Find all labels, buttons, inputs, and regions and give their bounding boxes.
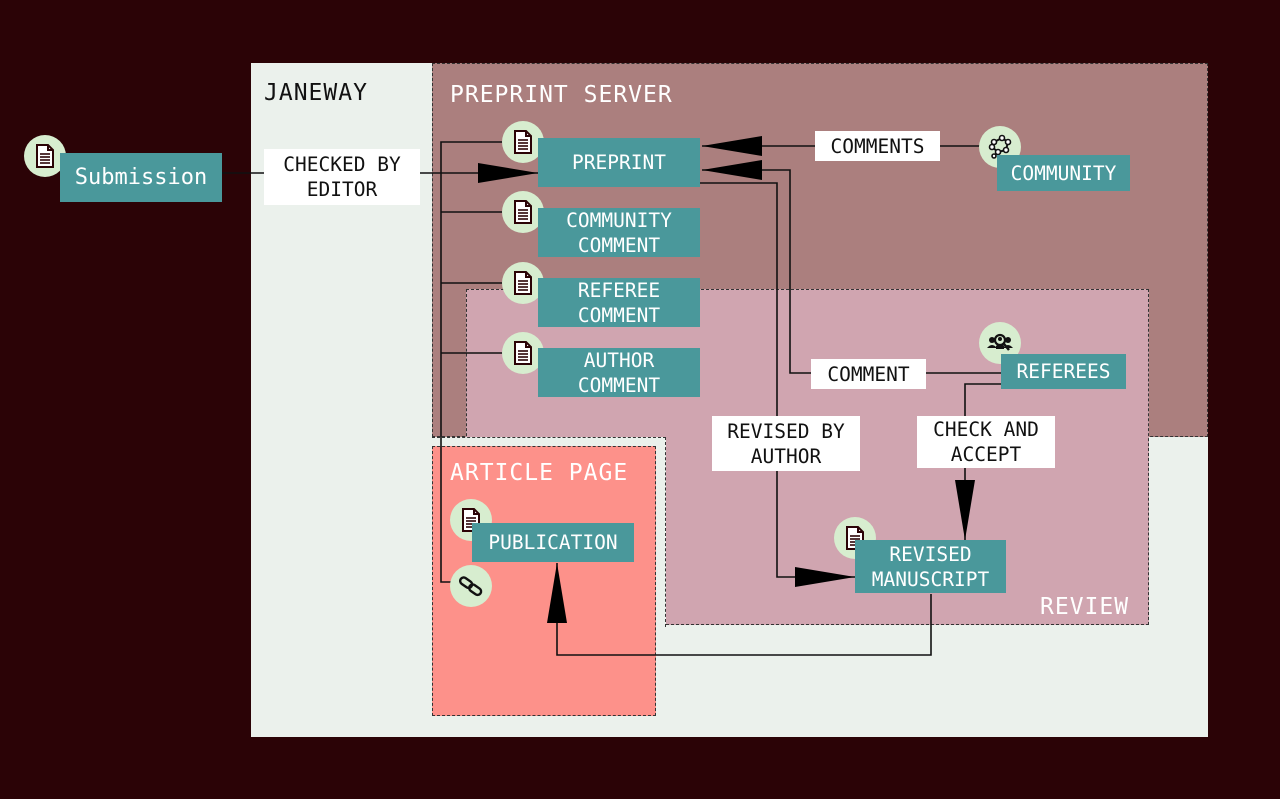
preprint-server-title: PREPRINT SERVER (450, 82, 673, 108)
node-submission[interactable]: Submission (60, 153, 222, 202)
label-revised-by-author: REVISED BY AUTHOR (712, 416, 860, 471)
node-author-comment[interactable]: AUTHOR COMMENT (538, 348, 700, 397)
referee-comment-document-icon (502, 262, 544, 304)
link-icon (450, 565, 492, 607)
author-comment-document-icon (502, 332, 544, 374)
node-preprint[interactable]: PREPRINT (538, 138, 700, 187)
node-community-comment[interactable]: COMMUNITY COMMENT (538, 208, 700, 257)
edge-trunk (440, 141, 523, 583)
node-publication[interactable]: PUBLICATION (472, 523, 634, 562)
preprint-document-icon (502, 121, 544, 163)
article-page-title: ARTICLE PAGE (450, 460, 629, 486)
label-checked-by-editor: CHECKED BY EDITOR (264, 149, 420, 205)
community-comment-document-icon (502, 191, 544, 233)
node-referee-comment[interactable]: REFEREE COMMENT (538, 278, 700, 327)
edge-revised-to-publication (547, 563, 932, 656)
janeway-title: JANEWAY (264, 80, 368, 106)
submission-document-icon (24, 135, 66, 177)
review-title: REVIEW (1040, 594, 1130, 620)
label-check-and-accept: CHECK AND ACCEPT (917, 416, 1055, 468)
node-revised-manuscript[interactable]: REVISED MANUSCRIPT (855, 540, 1006, 593)
node-community[interactable]: COMMUNITY (997, 155, 1130, 191)
node-referees[interactable]: REFEREES (1001, 354, 1126, 389)
edge-referees-to-check (964, 383, 1002, 418)
label-comments: COMMENTS (815, 131, 940, 161)
label-comment: COMMENT (811, 359, 926, 389)
edge-preprint-to-revised (700, 182, 855, 587)
edge-comment-to-preprint (702, 160, 812, 374)
